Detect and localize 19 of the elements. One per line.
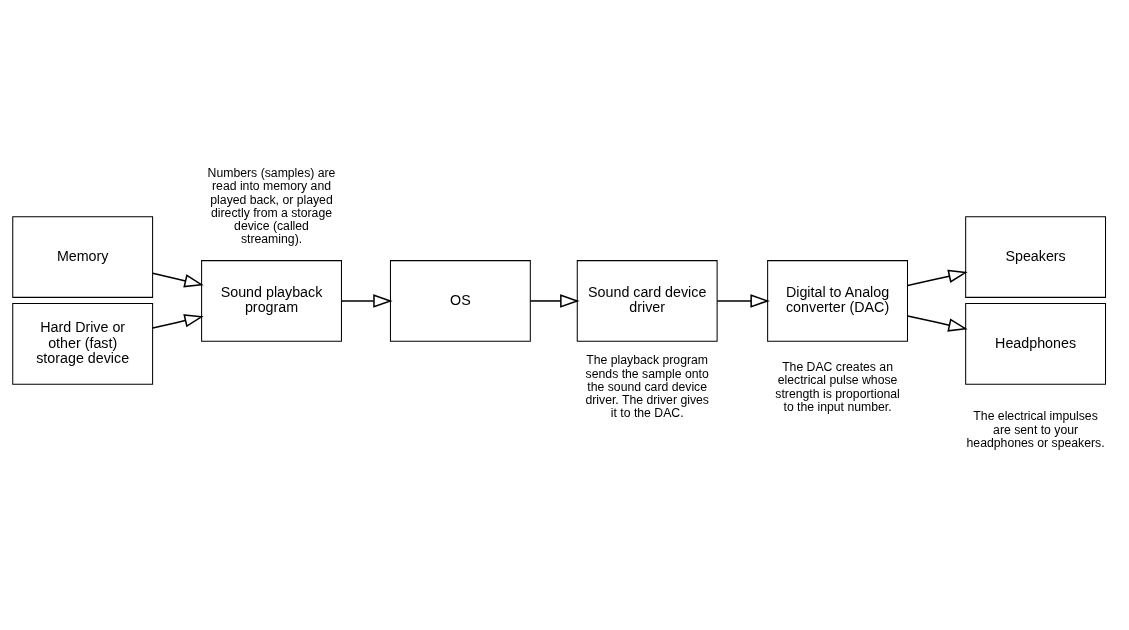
node-label: The electrical impulses are sent to your headphones or speakers.: [966, 408, 1105, 450]
arrow: [906, 269, 968, 286]
node-box: Sound playback program: [201, 259, 342, 342]
arrow: [716, 293, 770, 308]
arrow: [151, 272, 204, 287]
arrow: [906, 314, 968, 332]
node-box: Digital to Analog converter (DAC): [767, 259, 908, 342]
arrow: [340, 293, 393, 308]
node-label: The playback program sends the sample onto the sound card device driver. The driver gives it to the DAC.: [585, 352, 709, 420]
node-label: The DAC creates an electrical pulse whose strength is proportional to the input number.: [775, 359, 900, 414]
node-box: Headphones: [965, 302, 1107, 385]
node-box: Memory: [12, 215, 154, 298]
node-box: Speakers: [965, 215, 1107, 298]
arrow: [151, 313, 204, 329]
node-box: OS: [389, 259, 531, 342]
label: Numbers (samples) are read into memory and played back, or played directly from a storage device (called streaming).: [207, 165, 336, 246]
node-box: Sound card device driver: [576, 259, 718, 342]
arrow: [529, 293, 580, 308]
node-box: Hard Drive or other (fast) storage device: [12, 302, 154, 385]
